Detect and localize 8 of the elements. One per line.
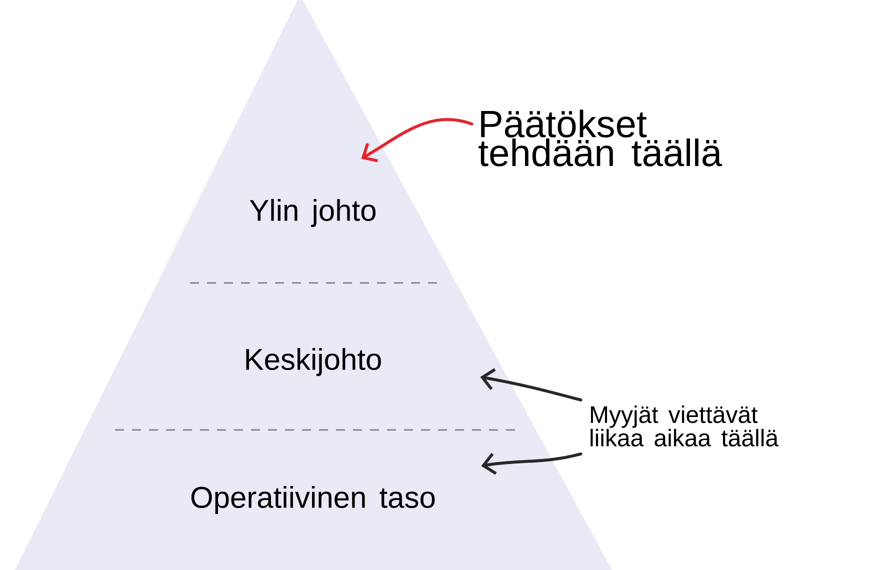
arrow — [480, 368, 582, 402]
node-label: Ylin johto — [250, 199, 376, 227]
pyramid-level: Keskijohto — [84, 282, 536, 430]
arrow — [361, 118, 474, 162]
node-label: Keskijohto — [246, 348, 381, 376]
pyramid-level: Ylin johto — [157, 0, 456, 283]
arrow — [481, 452, 582, 475]
annotation-text: Päätökset tehdään täällä — [478, 110, 722, 166]
